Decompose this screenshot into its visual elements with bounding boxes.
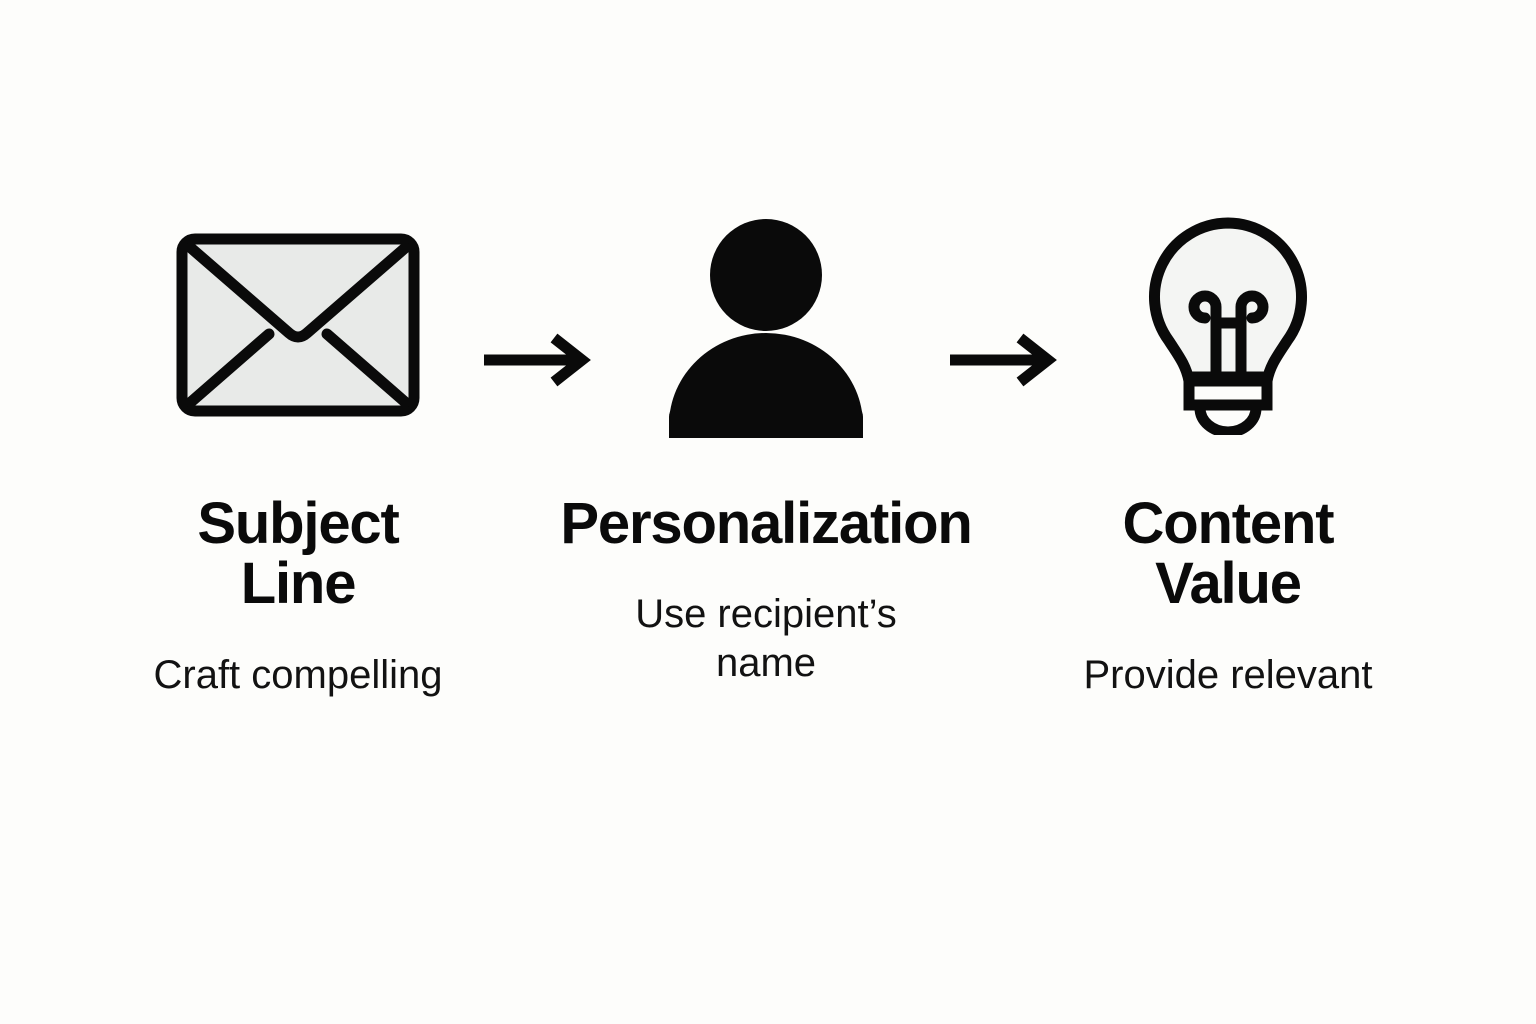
envelope-icon (173, 200, 423, 450)
flow-step-subject-line: Subject Line Craft compelling (88, 200, 508, 699)
step-description: Provide relevant (1083, 652, 1373, 697)
arrow-right-icon (944, 330, 1064, 390)
arrow-right-icon (478, 330, 598, 390)
step-title: Content Value (1122, 491, 1335, 617)
flow-step-personalization: Personalization Use recipient’s name (556, 200, 976, 688)
person-icon (641, 200, 891, 450)
step-description: Craft compelling (153, 652, 443, 697)
step-description: Use recipient’s name (635, 592, 897, 686)
step-title: Subject Line (197, 491, 400, 617)
step-title: Personalization (560, 491, 972, 556)
lightbulb-icon (1103, 200, 1353, 450)
flow-step-content-value: Content Value Provide relevant (1018, 200, 1438, 699)
